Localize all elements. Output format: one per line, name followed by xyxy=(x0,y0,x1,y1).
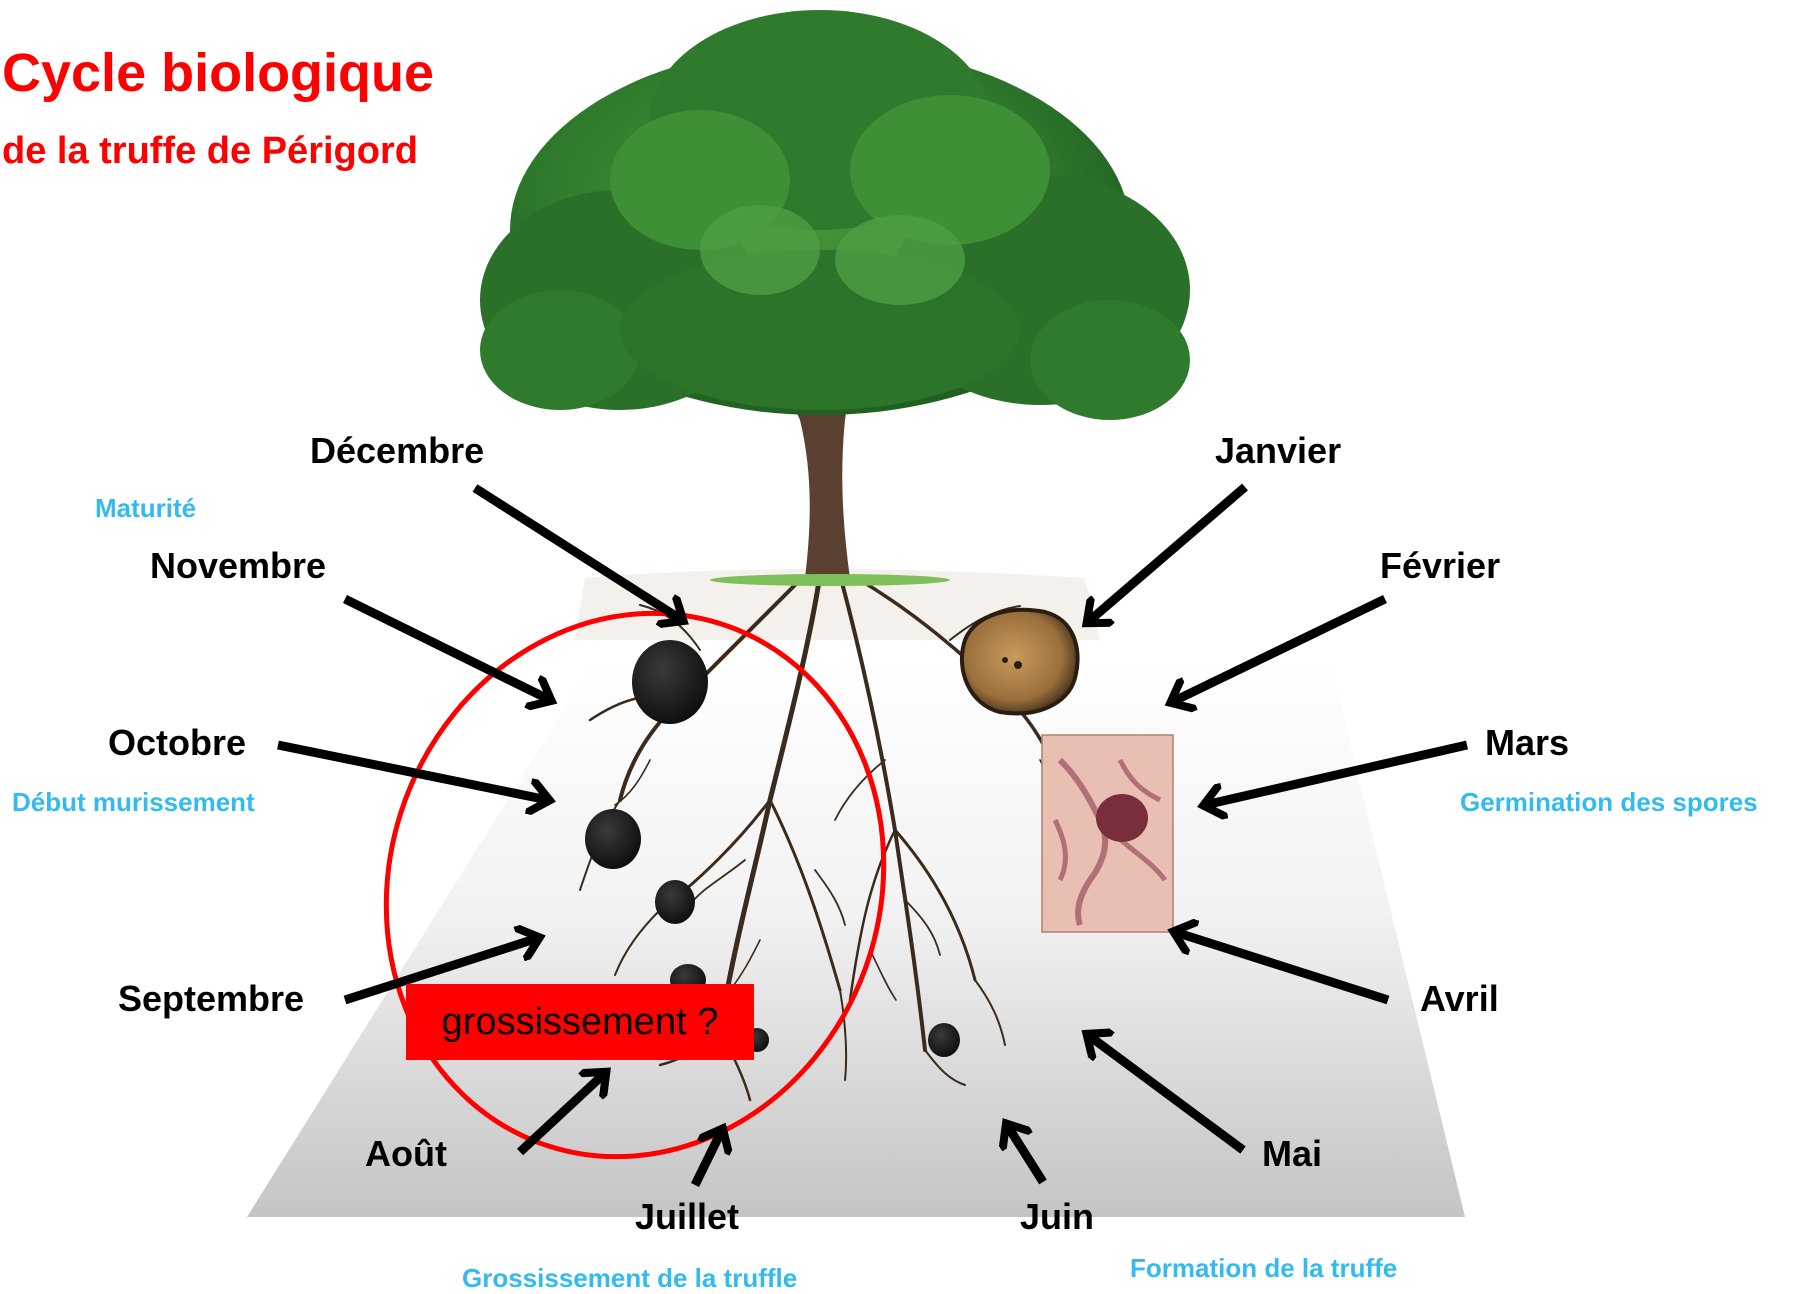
arrow-novembre xyxy=(345,599,550,700)
stage-debut-murissement: Début murissement xyxy=(12,787,255,818)
label-aout: Août xyxy=(365,1133,447,1175)
label-mai: Mai xyxy=(1262,1133,1322,1175)
label-octobre: Octobre xyxy=(108,722,246,764)
stage-germination: Germination des spores xyxy=(1460,787,1758,818)
arrow-decembre xyxy=(475,488,682,620)
cut-truffle xyxy=(962,610,1078,714)
label-juin: Juin xyxy=(1020,1196,1094,1238)
growth-question-box: grossissement ? xyxy=(406,984,754,1060)
diagram-title: Cycle biologique xyxy=(2,42,434,104)
label-novembre: Novembre xyxy=(150,545,326,587)
label-mars: Mars xyxy=(1485,722,1569,764)
label-juillet: Juillet xyxy=(635,1196,739,1238)
label-fevrier: Février xyxy=(1380,545,1500,587)
label-septembre: Septembre xyxy=(118,978,304,1020)
arrow-octobre xyxy=(278,745,548,800)
label-decembre: Décembre xyxy=(310,430,484,472)
label-janvier: Janvier xyxy=(1215,430,1341,472)
soil-area xyxy=(247,569,1465,1217)
stage-formation: Formation de la truffe xyxy=(1130,1253,1397,1284)
stage-maturite: Maturité xyxy=(95,493,196,524)
oak-tree xyxy=(480,10,1190,586)
growth-question-label: grossissement ? xyxy=(406,984,754,1060)
arrow-janvier xyxy=(1088,487,1245,622)
diagram-subtitle: de la truffe de Périgord xyxy=(2,130,418,173)
stage-grossissement: Grossissement de la truffle xyxy=(462,1263,797,1294)
label-avril: Avril xyxy=(1420,978,1499,1020)
spore-micrograph xyxy=(1042,735,1173,932)
